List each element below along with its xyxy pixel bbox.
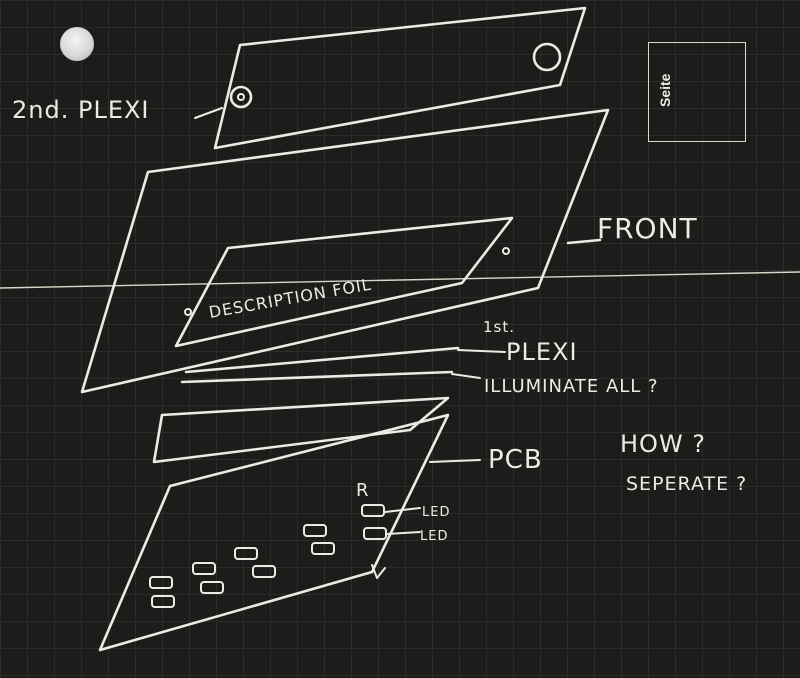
- label-illuminate-all: ILLUMINATE ALL ?: [484, 376, 659, 397]
- label-how: HOW ?: [620, 430, 706, 458]
- punched-hole-icon: [60, 27, 94, 61]
- label-seperate: SEPERATE ?: [626, 473, 747, 495]
- corner-label-box: Seite: [648, 42, 746, 142]
- description-foil: [174, 216, 514, 348]
- second-plexi-hole-right: [532, 42, 562, 72]
- label-led-1: LED: [422, 505, 450, 520]
- label-resistor: R: [356, 480, 370, 501]
- light-guide-layer: [152, 396, 450, 464]
- pcb-board: [98, 413, 450, 652]
- first-plexi-edge: [184, 346, 460, 374]
- second-plexi-plate: [213, 6, 587, 150]
- led-pads: [149, 504, 387, 608]
- label-pcb: PCB: [488, 445, 543, 475]
- label-led-2: LED: [420, 529, 448, 544]
- second-plexi-hole-left: [229, 85, 253, 109]
- fold-line: [0, 271, 800, 289]
- label-first-ordinal: 1st.: [483, 318, 515, 336]
- front-plate: [80, 108, 610, 394]
- label-second-plexi: 2nd. PLEXI: [12, 96, 150, 124]
- label-first-plexi: PLEXI: [506, 338, 578, 366]
- label-front: FRONT: [597, 212, 698, 245]
